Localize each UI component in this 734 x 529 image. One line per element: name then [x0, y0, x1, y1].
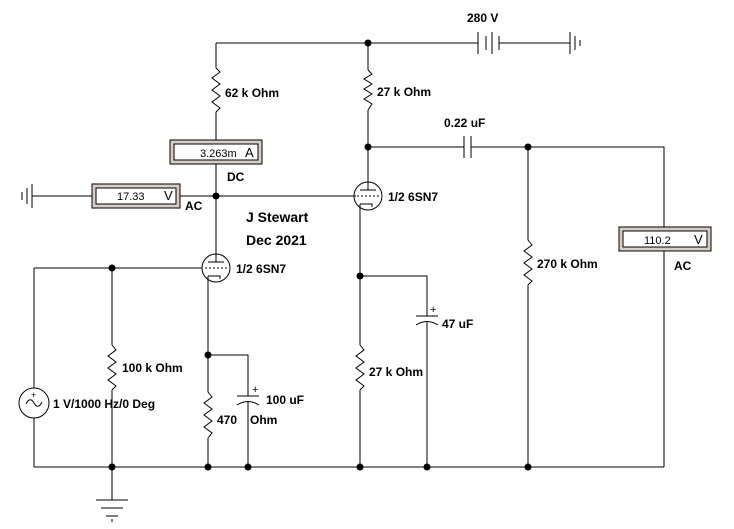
ground-icon — [21, 184, 40, 208]
output-voltage-mode: AC — [674, 259, 692, 273]
plate-current-meter: 3.263m A — [169, 139, 263, 165]
resistor-icon — [355, 344, 365, 391]
triode-tube-icon — [350, 178, 383, 212]
plate-voltage-mode: AC — [185, 199, 203, 213]
output-voltage-meter: 110.2 V — [618, 226, 712, 252]
tube1-label: 1/2 6SN7 — [236, 262, 286, 276]
svg-text:+: + — [430, 304, 436, 316]
plate-voltage-unit: V — [164, 188, 173, 203]
output-voltage-value: 110.2 — [644, 235, 671, 247]
plate-voltage-value: 17.33 — [117, 191, 145, 203]
ground-icon — [569, 32, 581, 54]
c-cathode1-label: 100 uF — [266, 393, 304, 407]
r-plate1-label: 62 k Ohm — [225, 86, 279, 100]
resistor-icon — [211, 67, 221, 113]
svg-text:+: + — [252, 384, 258, 396]
ground-icon — [96, 499, 128, 522]
supply-voltage-label: 280 V — [467, 11, 498, 25]
capacitor-icon: + — [236, 384, 260, 410]
author-date: Dec 2021 — [246, 232, 307, 248]
resistor-icon — [203, 391, 213, 439]
c-cathode2-label: 47 uF — [442, 317, 473, 331]
resistor-icon — [523, 239, 533, 286]
c-coupling-label: 0.22 uF — [444, 116, 485, 130]
r-cathode1-label-b: Ohm — [250, 413, 277, 427]
ac-source-icon: + — [18, 387, 50, 419]
r-plate2-label: 27 k Ohm — [377, 85, 431, 99]
output-voltage-unit: V — [694, 232, 703, 247]
plate-voltage-meter: 17.33 V — [91, 183, 181, 209]
battery-icon — [477, 32, 500, 54]
wires — [33, 42, 665, 500]
r-grid-label: 100 k Ohm — [122, 361, 183, 375]
source-label: 1 V/1000 Hz/0 Deg — [53, 397, 155, 411]
svg-text:+: + — [31, 390, 36, 400]
r-cathode1-label-a: 470 — [217, 413, 237, 427]
capacitor-icon — [463, 136, 485, 158]
r-cathode2-label: 27 k Ohm — [369, 365, 423, 379]
plate-current-unit: A — [245, 145, 254, 160]
plate-current-mode: DC — [227, 170, 245, 184]
resistor-icon — [107, 344, 117, 391]
tube2-label: 1/2 6SN7 — [388, 190, 438, 204]
r-load-label: 270 k Ohm — [537, 257, 598, 271]
resistor-icon — [363, 69, 373, 111]
triode-tube-icon — [200, 250, 231, 285]
plate-current-value: 3.263m — [200, 148, 237, 160]
junctions — [108, 39, 532, 471]
author-name: J Stewart — [246, 209, 309, 225]
capacitor-icon: + — [415, 304, 439, 332]
